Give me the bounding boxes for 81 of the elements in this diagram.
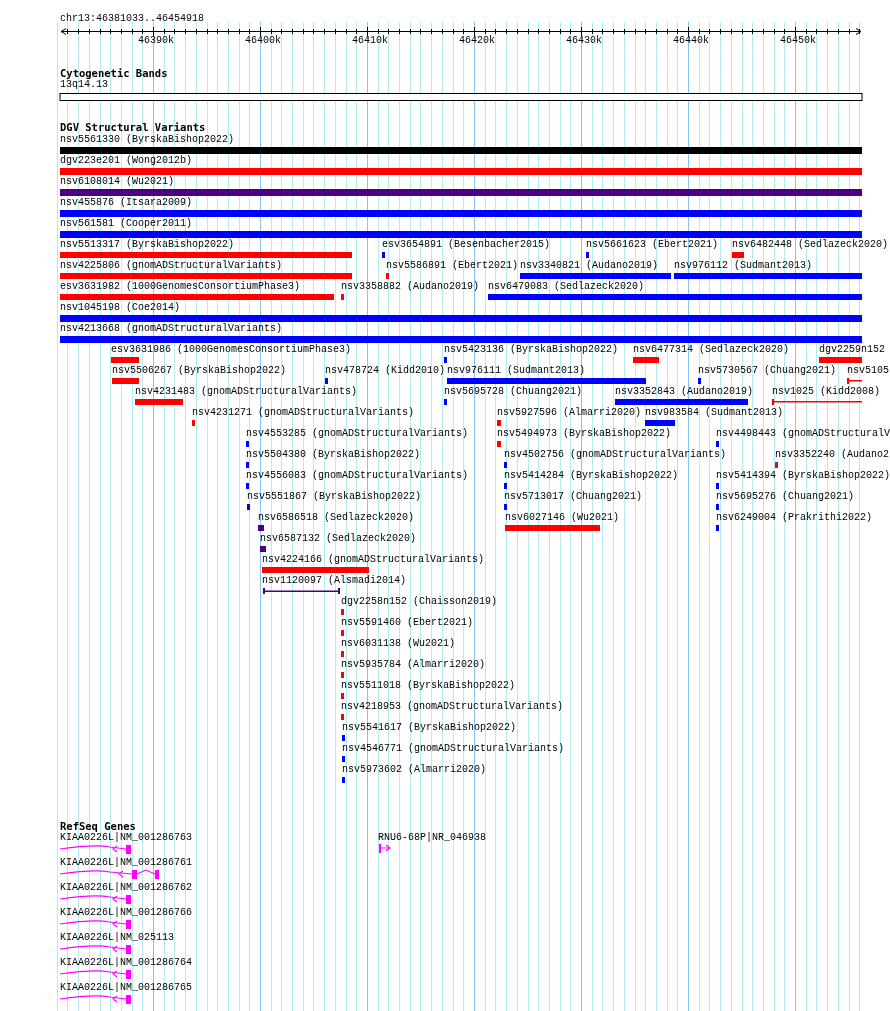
variant-label: nsv4224166 (gnomADStructuralVariants) — [262, 554, 485, 566]
variant-label: nsv561581 (Cooper2011) — [60, 218, 193, 230]
variant-label: nsv6249004 (Prakrithi2022) — [716, 512, 873, 524]
variant-label: nsv478724 (Kidd2010) — [325, 365, 446, 377]
variant-label: nsv4225806 (gnomADStructuralVariants) — [60, 260, 283, 272]
variant-label: nsv1045198 (Coe2014) — [60, 302, 181, 314]
gene-label: KIAA0226L|NM_025113 — [60, 932, 175, 944]
track-title: Cytogenetic Bands — [60, 67, 168, 79]
variant-label: nsv5414394 (ByrskaBishop2022) — [716, 470, 890, 482]
variant-label: nsv5423136 (ByrskaBishop2022) — [444, 344, 619, 356]
variant-label: nsv983584 (Sudmant2013) — [645, 407, 784, 419]
variant-label: nsv5586891 (Ebert2021) — [386, 260, 519, 272]
variant-label: nsv5494973 (ByrskaBishop2022) — [497, 428, 672, 440]
variant-label: nsv5511018 (ByrskaBishop2022) — [341, 680, 516, 692]
variant-label: nsv6482448 (Sedlazeck2020) — [732, 239, 889, 251]
variant-label: nsv4498443 (gnomADStructuralV — [716, 428, 890, 440]
variant-label: nsv6477314 (Sedlazeck2020) — [633, 344, 790, 356]
variant-label: nsv5935784 (Almarri2020) — [341, 659, 486, 671]
tick-label: 46440k — [673, 35, 709, 47]
variant-label: nsv5541617 (ByrskaBishop2022) — [342, 722, 517, 734]
gene-label: RNU6-68P|NR_046938 — [378, 832, 487, 844]
variant-label: nsv5695276 (Chuang2021) — [716, 491, 855, 503]
variant-label: nsv4231483 (gnomADStructuralVariants) — [135, 386, 358, 398]
track-title: RefSeq Genes — [60, 820, 136, 832]
variant-label: nsv5561330 (ByrskaBishop2022) — [60, 134, 235, 146]
variant-label: nsv5513317 (ByrskaBishop2022) — [60, 239, 235, 251]
variant-label: nsv6108014 (Wu2021) — [60, 176, 175, 188]
tick-label: 46390k — [138, 35, 174, 47]
tick-label: 46410k — [352, 35, 388, 47]
variant-label: nsv5695728 (Chuang2021) — [444, 386, 583, 398]
variant-label: nsv1120097 (Alsmadi2014) — [262, 575, 407, 587]
variant-label: nsv5591460 (Ebert2021) — [341, 617, 474, 629]
tick-label: 46430k — [566, 35, 602, 47]
variant-label: nsv6586518 (Sedlazeck2020) — [258, 512, 415, 524]
variant-label: nsv3340821 (Audano2019) — [520, 260, 659, 272]
variant-label: nsv4556083 (gnomADStructuralVariants) — [246, 470, 469, 482]
gene-label: KIAA0226L|NM_001286761 — [60, 857, 193, 869]
variant-label: nsv6587132 (Sedlazeck2020) — [260, 533, 417, 545]
variant-label: nsv4213668 (gnomADStructuralVariants) — [60, 323, 283, 335]
tick-label: 46400k — [245, 35, 281, 47]
variant-label: nsv976111 (Sudmant2013) — [447, 365, 586, 377]
variant-label: nsv5927596 (Almarri2020) — [497, 407, 642, 419]
cytoband-label: 13q14.13 — [60, 79, 108, 91]
variant-label: esv3631982 (1000GenomesConsortiumPhase3) — [60, 281, 301, 293]
gene-label: KIAA0226L|NM_001286762 — [60, 882, 193, 894]
variant-label: nsv976112 (Sudmant2013) — [674, 260, 813, 272]
variant-label: nsv5506267 (ByrskaBishop2022) — [112, 365, 287, 377]
variant-label: nsv4231271 (gnomADStructuralVariants) — [192, 407, 415, 419]
gene-label: KIAA0226L|NM_001286765 — [60, 982, 193, 994]
variant-label: nsv3352240 (Audano2 — [775, 449, 890, 461]
variant-label: dgv2258n152 (Chaisson2019) — [341, 596, 498, 608]
variant-label: nsv5713017 (Chuang2021) — [504, 491, 643, 503]
gene-label: KIAA0226L|NM_001286764 — [60, 957, 193, 969]
variant-label: dgv2259n152 — [819, 344, 885, 356]
variant-label: nsv5730567 (Chuang2021) — [698, 365, 837, 377]
variant-label: nsv5661623 (Ebert2021) — [586, 239, 719, 251]
tick-label: 46420k — [459, 35, 495, 47]
variant-label: nsv4546771 (gnomADStructuralVariants) — [342, 743, 565, 755]
variant-label: nsv3358882 (Audano2019) — [341, 281, 480, 293]
variant-label: nsv5414284 (ByrskaBishop2022) — [504, 470, 679, 482]
variant-label: nsv1025 (Kidd2008) — [772, 386, 881, 398]
variant-label: nsv455876 (Itsara2009) — [60, 197, 193, 209]
variant-label: nsv6031138 (Wu2021) — [341, 638, 456, 650]
variant-label: nsv6479083 (Sedlazeck2020) — [488, 281, 645, 293]
variant-label: nsv4218953 (gnomADStructuralVariants) — [341, 701, 564, 713]
variant-label: esv3631986 (1000GenomesConsortiumPhase3) — [111, 344, 352, 356]
variant-label: nsv5105 — [847, 365, 889, 377]
variant-label: nsv4553285 (gnomADStructuralVariants) — [246, 428, 469, 440]
gene-label: KIAA0226L|NM_001286766 — [60, 907, 193, 919]
variant-label: nsv6027146 (Wu2021) — [505, 512, 620, 524]
variant-label: nsv5973602 (Almarri2020) — [342, 764, 487, 776]
variant-label: dgv223e201 (Wong2012b) — [60, 155, 193, 167]
variant-label: nsv5504380 (ByrskaBishop2022) — [246, 449, 421, 461]
track-title: DGV Structural Variants — [60, 121, 206, 133]
variant-label: nsv4502756 (gnomADStructuralVariants) — [504, 449, 727, 461]
variant-label: esv3654891 (Besenbacher2015) — [382, 239, 551, 251]
variant-label: nsv5551867 (ByrskaBishop2022) — [247, 491, 422, 503]
gene-label: KIAA0226L|NM_001286763 — [60, 832, 193, 844]
locus-label: chr13:46381033..46454918 — [60, 13, 205, 25]
variant-label: nsv3352843 (Audano2019) — [615, 386, 754, 398]
tick-label: 46450k — [780, 35, 816, 47]
